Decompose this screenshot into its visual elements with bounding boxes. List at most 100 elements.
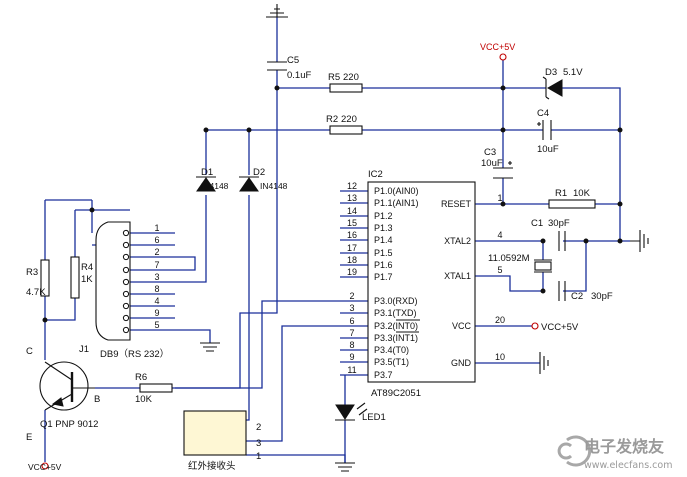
- ic2-pin-name: P3.0(RXD): [374, 296, 418, 306]
- ic2-pin-name: P3.1(TXD): [374, 308, 417, 318]
- ic2-pin-num: 8: [349, 340, 354, 350]
- resistor-r4: R4 1K: [70, 256, 93, 299]
- ic2-pin-num: 11: [347, 365, 356, 375]
- vcc-pin20-terminal: VCC+5V: [531, 322, 579, 333]
- junction-dots: [42, 85, 623, 323]
- resistor-r6: R6 10K: [135, 372, 173, 405]
- c2-ref: C2: [571, 291, 583, 302]
- db9-pin-num: 7: [154, 260, 159, 270]
- db9-pin-contact: [122, 302, 130, 310]
- r2-value: 220: [341, 114, 357, 125]
- crystal-xtal: 11.0592M: [488, 253, 552, 273]
- db9-pin-contact: [122, 266, 130, 274]
- ic2-pin-name: RESET: [441, 199, 472, 209]
- r4-ref: R4: [81, 262, 93, 273]
- vcc-bottom-label: VCC+5V: [28, 462, 62, 472]
- q1-c-label: C: [26, 346, 33, 357]
- ground-gnd-pin-icon: [539, 352, 549, 374]
- ic2-ref: IC2: [368, 169, 383, 180]
- capacitor-c1: C1 30pF: [531, 218, 570, 251]
- db9-pin-num: 6: [154, 235, 159, 245]
- db9-label: DB9（RS 232）: [100, 348, 169, 360]
- watermark-url: www.elecfans.com: [584, 460, 672, 471]
- db9-pin-num: 9: [154, 308, 159, 318]
- ic2-pin-name: P3.7: [374, 370, 393, 380]
- vcc-top-label: VCC+5V: [480, 42, 515, 52]
- led1-ref: LED1: [362, 412, 386, 423]
- d1-ref: D1: [201, 167, 213, 178]
- c5-value: 0.1uF: [287, 70, 311, 81]
- db9-pin-num: 4: [154, 296, 159, 306]
- ic2-pin-name: VCC: [452, 321, 472, 331]
- db9-pin-contact: [122, 229, 130, 237]
- resistor-r5: R5 220: [328, 72, 363, 93]
- db9-pin-num: 1: [154, 223, 159, 233]
- r5-value: 220: [343, 72, 359, 83]
- ic2-pin-num: 14: [347, 206, 357, 216]
- r6-ref: R6: [135, 372, 147, 383]
- j1-ref: J1: [79, 344, 89, 355]
- q1-label: Q1 PNP 9012: [40, 419, 98, 430]
- r4-value: 1K: [81, 274, 93, 285]
- ic2-pin-name: P3.4(T0): [374, 345, 409, 355]
- c4-ref: C4: [537, 108, 549, 119]
- d3-value: 5.1V: [563, 67, 583, 78]
- zener-d3: D3 5.1V: [542, 67, 583, 100]
- c3-value: 10uF: [481, 158, 503, 169]
- ground-db9-icon: [200, 342, 220, 352]
- ground-led-icon: [335, 462, 355, 472]
- d2-value: IN4148: [260, 181, 288, 191]
- ir-pin-2: 2: [256, 422, 261, 433]
- ir-receiver: 2 3 1 红外接收头: [183, 410, 261, 472]
- db9-pin-contact: [122, 278, 130, 286]
- ic2-pin-num: 20: [495, 315, 505, 325]
- ic2-pin-num: 6: [349, 316, 354, 326]
- ic2-pin-name: P1.0(AIN0): [374, 186, 419, 196]
- wires: [44, 17, 630, 463]
- ic2-pin-name: P1.4: [374, 235, 393, 245]
- ic2-pin-name: XTAL2: [444, 236, 471, 246]
- ic2-pin-num: 3: [349, 303, 354, 313]
- ic2-pin-num: 12: [347, 181, 357, 191]
- db9-pin-num: 5: [154, 320, 159, 330]
- r6-value: 10K: [135, 394, 153, 405]
- resistor-r2: R2 220: [326, 114, 363, 135]
- d3-ref: D3: [545, 67, 557, 78]
- c2-value: 30pF: [591, 291, 613, 302]
- c4-value: 10uF: [537, 144, 559, 155]
- ic2-part: AT89C2051: [371, 388, 421, 399]
- db9-pin-contact: [122, 253, 130, 261]
- ic2-pin-name: P1.7: [374, 272, 393, 282]
- db9-pin-contact: [122, 326, 130, 334]
- ground-top-icon: [266, 4, 288, 18]
- c5-ref: C5: [287, 55, 299, 66]
- q1-b-label: B: [94, 394, 100, 405]
- ic2-pin-num: 19: [347, 267, 357, 277]
- ic2-pin-num: 4: [497, 230, 502, 240]
- vcc-pin20-label: VCC+5V: [541, 322, 579, 333]
- capacitor-c4: C4 10uF: [537, 108, 559, 155]
- db9-pin-num: 3: [154, 272, 159, 282]
- ic2-pin-num: 17: [347, 243, 357, 253]
- watermark-logo: 电子发烧友 www.elecfans.com: [557, 435, 672, 471]
- ic2-pin-name: P3.3(INT1): [374, 333, 418, 343]
- r3-value: 4.7K: [26, 287, 46, 298]
- ic2-pin-name: P3.2(INT0): [374, 321, 418, 331]
- ic2-pin-num: 5: [497, 265, 502, 275]
- diode-d1: D1 IN4148: [196, 167, 229, 192]
- ir-pin-1: 1: [256, 451, 261, 462]
- vcc-top-terminal: VCC+5V: [480, 42, 515, 61]
- ic2-pin-name: P1.3: [374, 223, 393, 233]
- ic2-pin-num: 1: [497, 193, 502, 203]
- c1-ref: C1: [531, 218, 543, 229]
- ic2-pin-num: 9: [349, 352, 354, 362]
- d2-ref: D2: [253, 167, 265, 178]
- r3-ref: R3: [26, 267, 38, 278]
- ic2-pin-name: P1.1(AIN1): [374, 198, 419, 208]
